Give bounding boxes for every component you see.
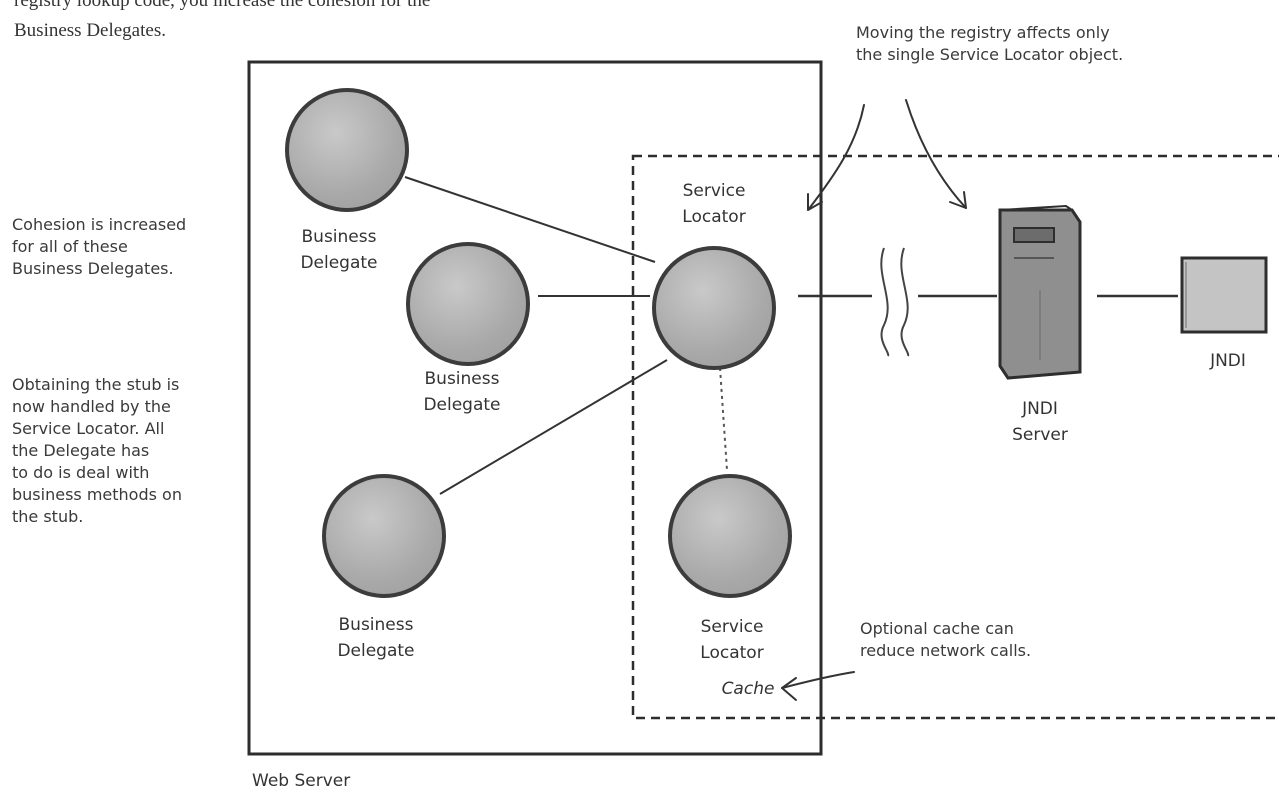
business-delegate-1-node	[285, 88, 409, 212]
network-break-squiggle-right	[900, 247, 910, 357]
arrow-registry-to-jndi-server	[905, 99, 967, 209]
business-delegate-2-node	[406, 242, 530, 366]
intro-text-line-1: registry lookup code, you increase the c…	[14, 0, 431, 11]
connector-delegate-3-to-locator	[439, 359, 668, 495]
intro-text-line-2: Business Delegates.	[14, 20, 166, 41]
connector-delegate-1-to-locator	[404, 176, 656, 263]
connector-locator-to-cache	[719, 367, 728, 471]
arrow-cache-note	[781, 671, 855, 689]
arrow-registry-to-locator	[807, 104, 865, 211]
web-server-label: Web Server	[252, 771, 351, 791]
jndi-server-icon	[998, 204, 1082, 380]
arrow-registry-to-jndi-server-head	[949, 191, 967, 209]
jndi-label: JNDI	[1210, 351, 1246, 371]
business-delegate-3-node	[322, 474, 446, 598]
arrow-registry-to-locator-head	[807, 193, 823, 211]
service-locator-region	[631, 154, 1279, 720]
service-locator-cache-node	[668, 474, 792, 598]
network-break-squiggle-left	[880, 247, 890, 357]
web-server-box	[247, 60, 823, 756]
cache-label: Cache	[721, 679, 775, 699]
jndi-box-icon	[1180, 256, 1268, 334]
arrow-cache-note-head	[781, 677, 797, 701]
service-locator-node	[652, 246, 776, 370]
